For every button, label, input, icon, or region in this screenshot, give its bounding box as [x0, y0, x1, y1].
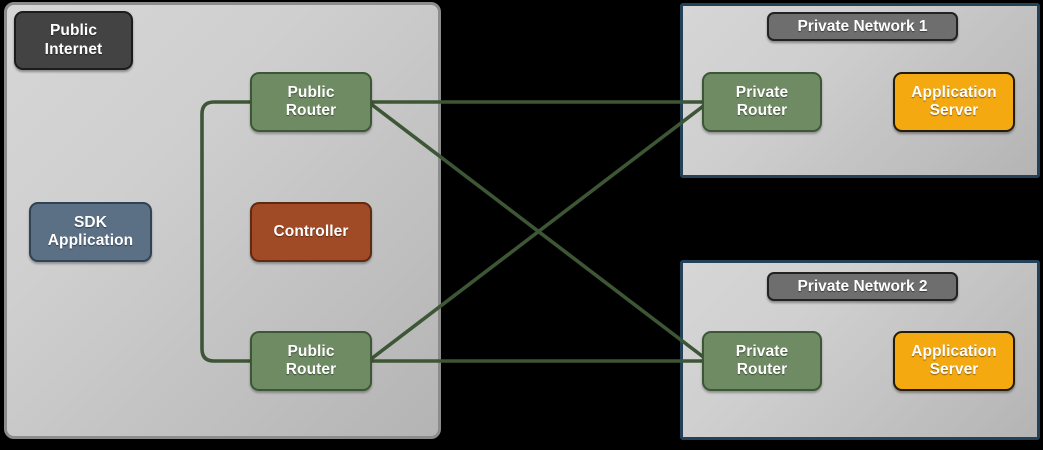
private-network-1-title-text: Private Network 1 — [797, 17, 928, 35]
sdk-application-label: SDK Application — [47, 213, 134, 249]
public-router-top-node[interactable]: Public Router — [250, 72, 372, 132]
public-router-top-label: Public Router — [285, 83, 337, 119]
application-server-1-node[interactable]: Application Server — [893, 72, 1015, 132]
controller-label: Controller — [273, 222, 349, 240]
application-server-2-node[interactable]: Application Server — [893, 331, 1015, 391]
controller-node[interactable]: Controller — [250, 202, 372, 262]
private-router-1-label: Private Router — [735, 83, 789, 119]
public-internet-label-text: Public Internet — [44, 22, 103, 58]
private-router-1-node[interactable]: Private Router — [702, 72, 822, 132]
public-internet-label: Public Internet — [14, 11, 133, 70]
application-server-2-label: Application Server — [911, 342, 997, 378]
private-router-2-label: Private Router — [735, 342, 789, 378]
public-router-bottom-label: Public Router — [285, 342, 337, 378]
sdk-application-node[interactable]: SDK Application — [29, 202, 152, 262]
public-router-bottom-node[interactable]: Public Router — [250, 331, 372, 391]
private-network-2-title: Private Network 2 — [767, 272, 958, 301]
private-network-1-title: Private Network 1 — [767, 12, 958, 41]
private-router-2-node[interactable]: Private Router — [702, 331, 822, 391]
private-network-2-title-text: Private Network 2 — [797, 277, 928, 295]
application-server-1-label: Application Server — [911, 83, 997, 119]
